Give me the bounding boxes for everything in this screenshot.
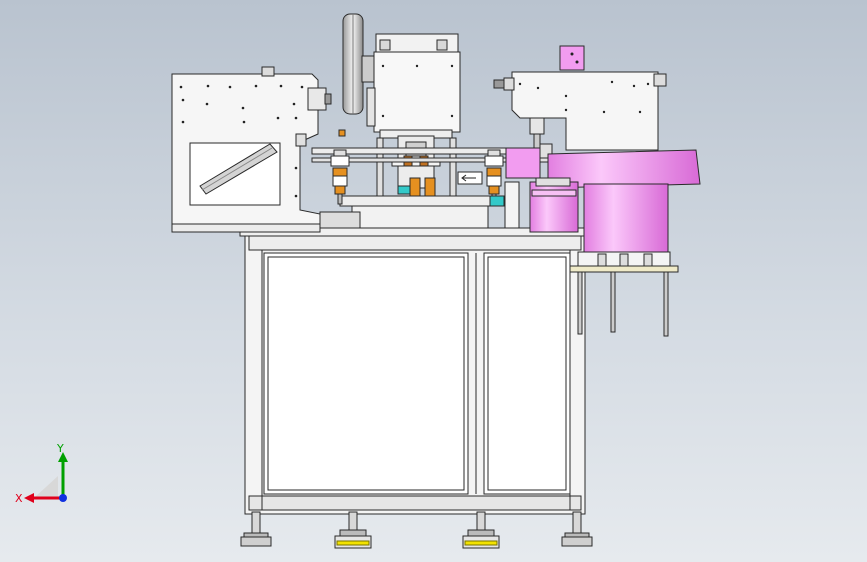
left-feeder-module (171, 66, 332, 233)
left-cylinder (330, 149, 350, 205)
leveling-foot-3 (462, 511, 500, 549)
y-axis-label: Y (57, 442, 64, 455)
leveling-foot-2 (334, 511, 372, 549)
teal-fitting (489, 195, 505, 207)
z-axis-dot (59, 494, 67, 502)
cabinet-base (244, 231, 586, 515)
right-arm-holes (518, 52, 650, 114)
triad-graphic (24, 452, 68, 503)
press-head-holes (381, 64, 454, 118)
press-head (366, 33, 461, 205)
coordinate-triad: Y X (10, 440, 80, 510)
leveling-foot-1 (240, 511, 272, 547)
right-feeder-arm (493, 45, 667, 179)
flywheel (342, 13, 375, 115)
vibratory-bowl-feeder (529, 149, 701, 337)
x-axis-head (24, 493, 34, 503)
guide-rail (311, 147, 553, 229)
left-module-holes (179, 84, 304, 198)
small-orange-part (338, 129, 346, 137)
x-axis-label: X (15, 492, 23, 505)
triad-plane (34, 476, 58, 498)
y-axis-head (58, 452, 68, 462)
leveling-foot-4 (561, 511, 593, 547)
